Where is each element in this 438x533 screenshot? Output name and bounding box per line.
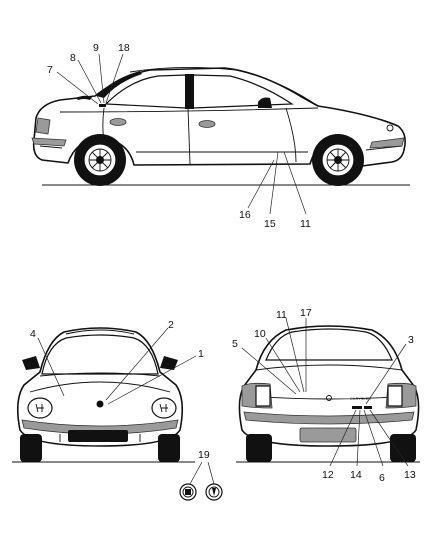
callout-19: 19 (198, 449, 210, 461)
callout-11-rear: 11 (276, 309, 287, 321)
rear-view-car: CHRYSLER (236, 325, 420, 463)
callout-2: 2 (168, 319, 174, 331)
side-callout-labels: 7 8 9 18 16 15 11 (47, 42, 311, 230)
callout-12: 12 (322, 469, 334, 481)
emblem-19: 19 (179, 449, 223, 501)
callout-6: 6 (379, 472, 385, 484)
callout-1: 1 (198, 348, 204, 360)
side-view-car (31, 66, 410, 186)
front-view-car (12, 327, 195, 463)
callout-15: 15 (264, 218, 276, 230)
callout-4: 4 (30, 328, 36, 340)
rear-leaders (241, 317, 409, 467)
side-front-wheel (312, 134, 364, 186)
callout-13: 13 (404, 469, 416, 481)
front-leaders (37, 327, 197, 405)
front-callout-labels: 4 2 1 (30, 319, 204, 360)
callout-18: 18 (118, 42, 130, 54)
callout-7: 7 (47, 64, 53, 76)
callout-16: 16 (239, 209, 251, 221)
callout-5: 5 (232, 338, 238, 350)
callout-11-side: 11 (300, 218, 311, 230)
rear-badge-text: CHRYSLER (350, 397, 371, 401)
callout-14: 14 (350, 469, 362, 481)
callout-17: 17 (300, 307, 312, 319)
rear-callout-labels: 11 17 10 5 3 12 14 6 13 (232, 307, 416, 484)
side-rear-wheel (74, 134, 126, 186)
callout-10: 10 (254, 328, 266, 340)
callout-8: 8 (70, 52, 76, 64)
callout-9: 9 (93, 42, 99, 54)
callout-3: 3 (408, 334, 414, 346)
side-leaders (56, 53, 307, 215)
